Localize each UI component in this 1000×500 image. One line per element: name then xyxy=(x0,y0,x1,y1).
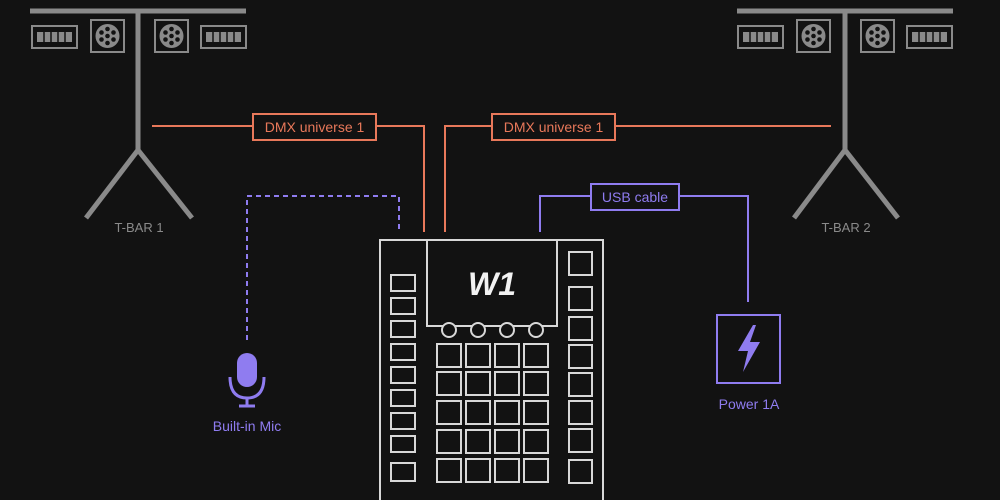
usb-label-text: USB cable xyxy=(602,189,668,205)
t-bar-2-label: T-BAR 2 xyxy=(821,220,870,235)
left-button-column xyxy=(390,274,416,482)
par-light-icon xyxy=(90,19,125,53)
par-light-icon xyxy=(796,19,831,53)
bar-light-icon xyxy=(906,25,953,49)
light-fixtures-right xyxy=(737,19,953,53)
dmx-label-right-text: DMX universe 1 xyxy=(504,119,604,135)
dmx-label-right: DMX universe 1 xyxy=(491,113,616,141)
par-light-icon xyxy=(860,19,895,53)
dmx-label-left-text: DMX universe 1 xyxy=(265,119,365,135)
dmx-cable-left xyxy=(152,125,425,232)
usb-label: USB cable xyxy=(590,183,680,211)
w1-controller: W1 xyxy=(379,239,604,500)
right-button-column xyxy=(568,251,593,484)
device-logo: W1 xyxy=(468,266,516,302)
microphone-icon xyxy=(228,353,266,408)
t-bar-1 xyxy=(30,8,246,220)
mic-link xyxy=(246,195,400,340)
dmx-cable-right xyxy=(444,125,831,232)
bar-light-icon xyxy=(200,25,247,49)
bar-light-icon xyxy=(31,25,78,49)
power-label: Power 1A xyxy=(719,396,780,412)
bar-light-icon xyxy=(737,25,784,49)
dmx-label-left: DMX universe 1 xyxy=(252,113,377,141)
power-supply xyxy=(716,314,781,384)
encoder-knobs xyxy=(441,322,544,338)
pad-grid xyxy=(436,343,549,483)
t-bar-2 xyxy=(737,8,953,220)
device-screen xyxy=(426,239,558,327)
t-bar-1-label: T-BAR 1 xyxy=(114,220,163,235)
mic-label: Built-in Mic xyxy=(213,418,281,434)
light-fixtures-left xyxy=(31,19,247,53)
par-light-icon xyxy=(154,19,189,53)
lightning-bolt-icon xyxy=(738,325,760,372)
